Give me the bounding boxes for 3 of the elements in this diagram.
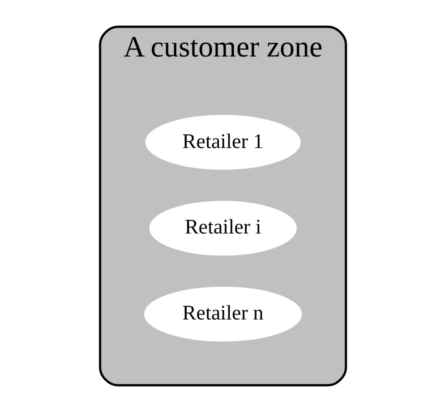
node-ellipse: Retailer i: [149, 200, 297, 256]
node-ellipse: Retailer n: [144, 286, 302, 342]
node-ellipse: Retailer 1: [145, 114, 301, 170]
